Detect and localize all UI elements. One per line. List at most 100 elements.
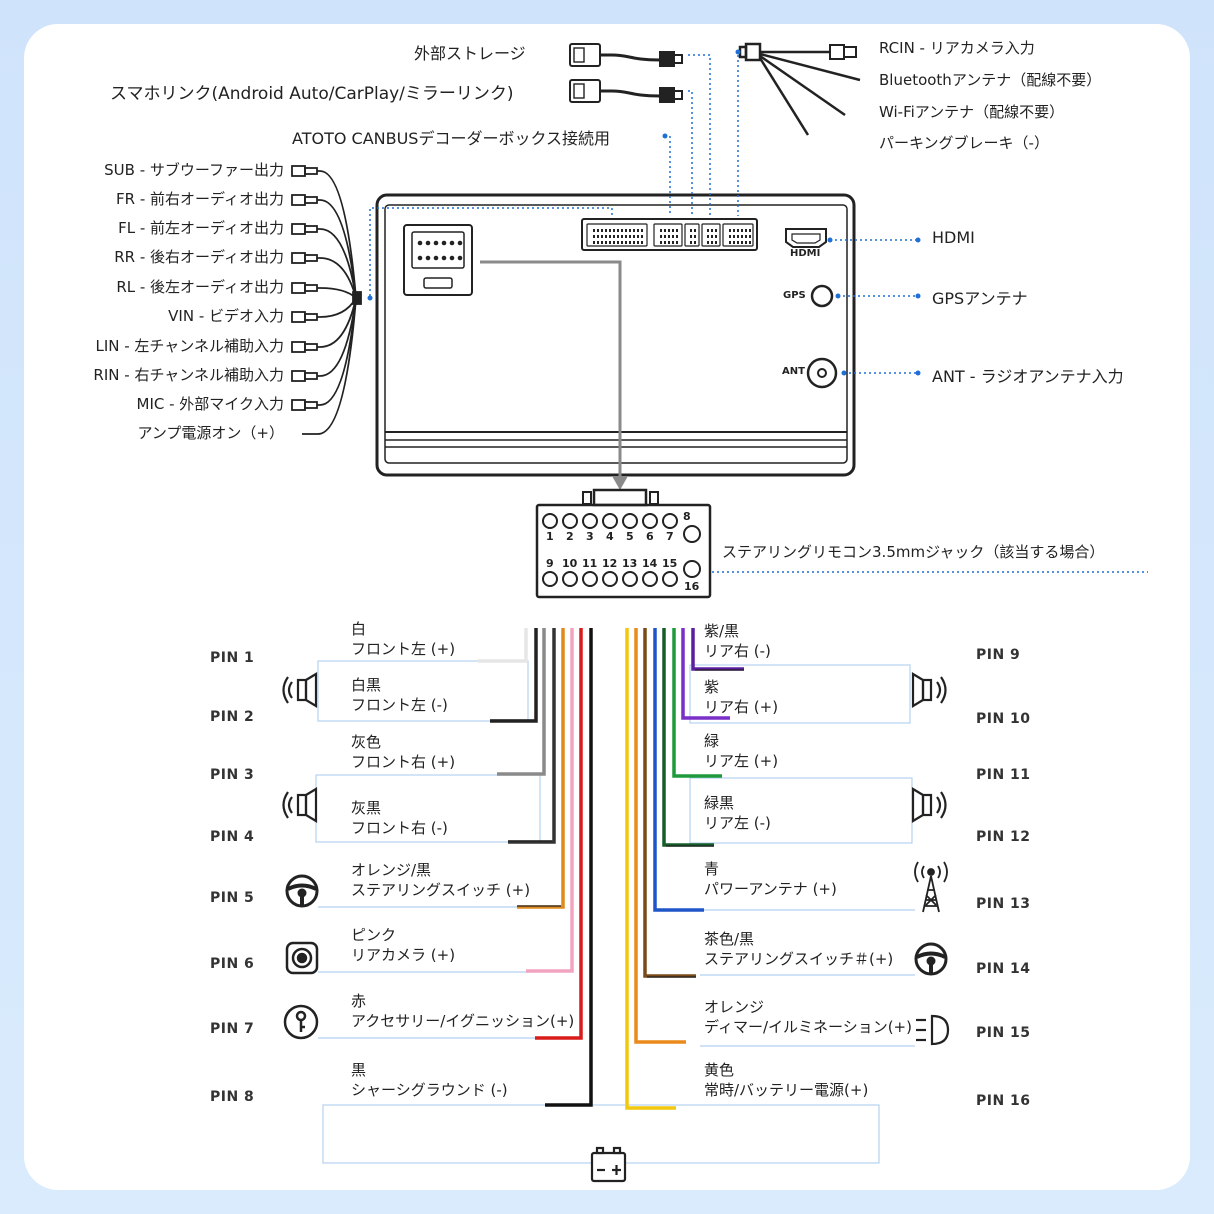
pin-dot [749,229,751,232]
pin-dot [676,229,678,232]
left-output-label: SUB - サブウーファー出力 [104,161,284,179]
connector-number: 6 [646,530,654,543]
external-storage-label: 外部ストレージ [414,44,526,63]
pin-dot [664,241,666,244]
rca-plug [291,165,306,177]
rca-cable [317,199,357,299]
ant-unit-label: ANT [782,366,805,377]
wire-5 [517,628,565,909]
rca-cable [317,297,357,348]
wire-13 [653,628,704,912]
pin-label: PIN 8 [210,1089,255,1105]
wire-16 [625,628,676,1110]
wire-function-label: アクセサリー/イグニッション(+) [351,1012,575,1030]
connector-hole [562,513,578,529]
connector-pin-dots [593,229,751,244]
pin-dot [633,229,635,232]
rca-plug [291,341,306,353]
connector-number: 16 [684,580,700,593]
ignition-key-icon [283,1004,319,1040]
connector-number: 14 [642,557,658,570]
connector-hole [602,513,618,529]
speaker-icon [282,787,318,823]
rca-cable [317,257,357,299]
pin-dot [676,241,678,244]
rcin-label: RCIN - リアカメラ入力 [879,39,1035,57]
pin-dot [605,235,607,238]
pin-dot [621,229,623,232]
pin-dot [629,229,631,232]
wire-12 [662,628,714,847]
pin-label: PIN 4 [210,829,255,845]
pin-dot [737,235,739,238]
wire-7 [535,628,583,1040]
wire-10 [681,628,730,720]
hdmi-label: HDMI [932,228,975,247]
pin-dot [601,235,603,238]
rca-plug [291,194,306,206]
wire-function-label: リア左 (+) [704,752,779,770]
iso-connector-block [403,224,473,296]
colored-wires [478,628,744,1110]
pin-dot [749,241,751,244]
pin-dot [741,229,743,232]
wire-color-label: 灰黒 [351,799,382,817]
wire-color-label: 赤 [351,992,367,1010]
pin-dot [593,229,595,232]
pin-dot [707,235,709,238]
wire-color-label: 茶色/黒 [704,930,755,948]
connector-number: 15 [662,557,678,570]
connector-number: 11 [582,557,598,570]
pin-label: PIN 10 [976,711,1031,727]
pin-dot [597,241,599,244]
rca-bundle-plug [352,291,362,305]
rca-plug [291,282,306,294]
headlight-icon [916,1014,950,1046]
pin-dot [625,229,627,232]
wire-14 [643,628,696,978]
left-output-label: RR - 後右オーディオ出力 [114,248,284,266]
pin-dot [617,229,619,232]
pin-dot [597,229,599,232]
connector-hole [642,571,658,587]
pin-dot [737,241,739,244]
pin-dot [715,235,717,238]
pin-dot [641,241,643,244]
pin-dot [690,229,692,232]
pin-dot [609,241,611,244]
pin-dot [633,241,635,244]
rca-cable [302,297,357,435]
smartphone-link-label: スマホリンク(Android Auto/CarPlay/ミラーリンク) [110,84,514,104]
speaker-icon [282,672,318,708]
pin-dot [625,235,627,238]
wire-color-label: 灰色 [351,733,382,751]
connector-hole [622,571,638,587]
wire-color-label: ピンク [351,926,397,944]
wire-6 [526,628,574,973]
left-output-label: RL - 後左オーディオ出力 [116,278,284,296]
steering-wheel-icon [285,874,319,908]
pin-dot [733,235,735,238]
wire-function-label: フロント右 (+) [351,753,456,771]
connector-hole [582,571,598,587]
connector-hole [562,571,578,587]
pin-label: PIN 16 [976,1093,1031,1109]
left-output-label: RIN - 右チャンネル補助入力 [93,366,284,384]
wire-function-label: パワーアンテナ (+) [704,880,837,898]
sixteen-pin-connector [535,488,712,599]
ant-port [806,357,838,389]
pin-label: PIN 11 [976,767,1031,783]
rcin-harness [738,42,861,136]
antenna-icon [914,861,948,913]
pin-dot [660,229,662,232]
pin-dot [733,241,735,244]
pin-dot [660,235,662,238]
pin-dot [672,229,674,232]
rca-plug [291,223,306,235]
wire-15 [634,628,686,1044]
pin-dot [629,235,631,238]
rca-cable [317,170,357,299]
connector-hole [662,571,678,587]
rca-plug-tip [304,225,318,233]
